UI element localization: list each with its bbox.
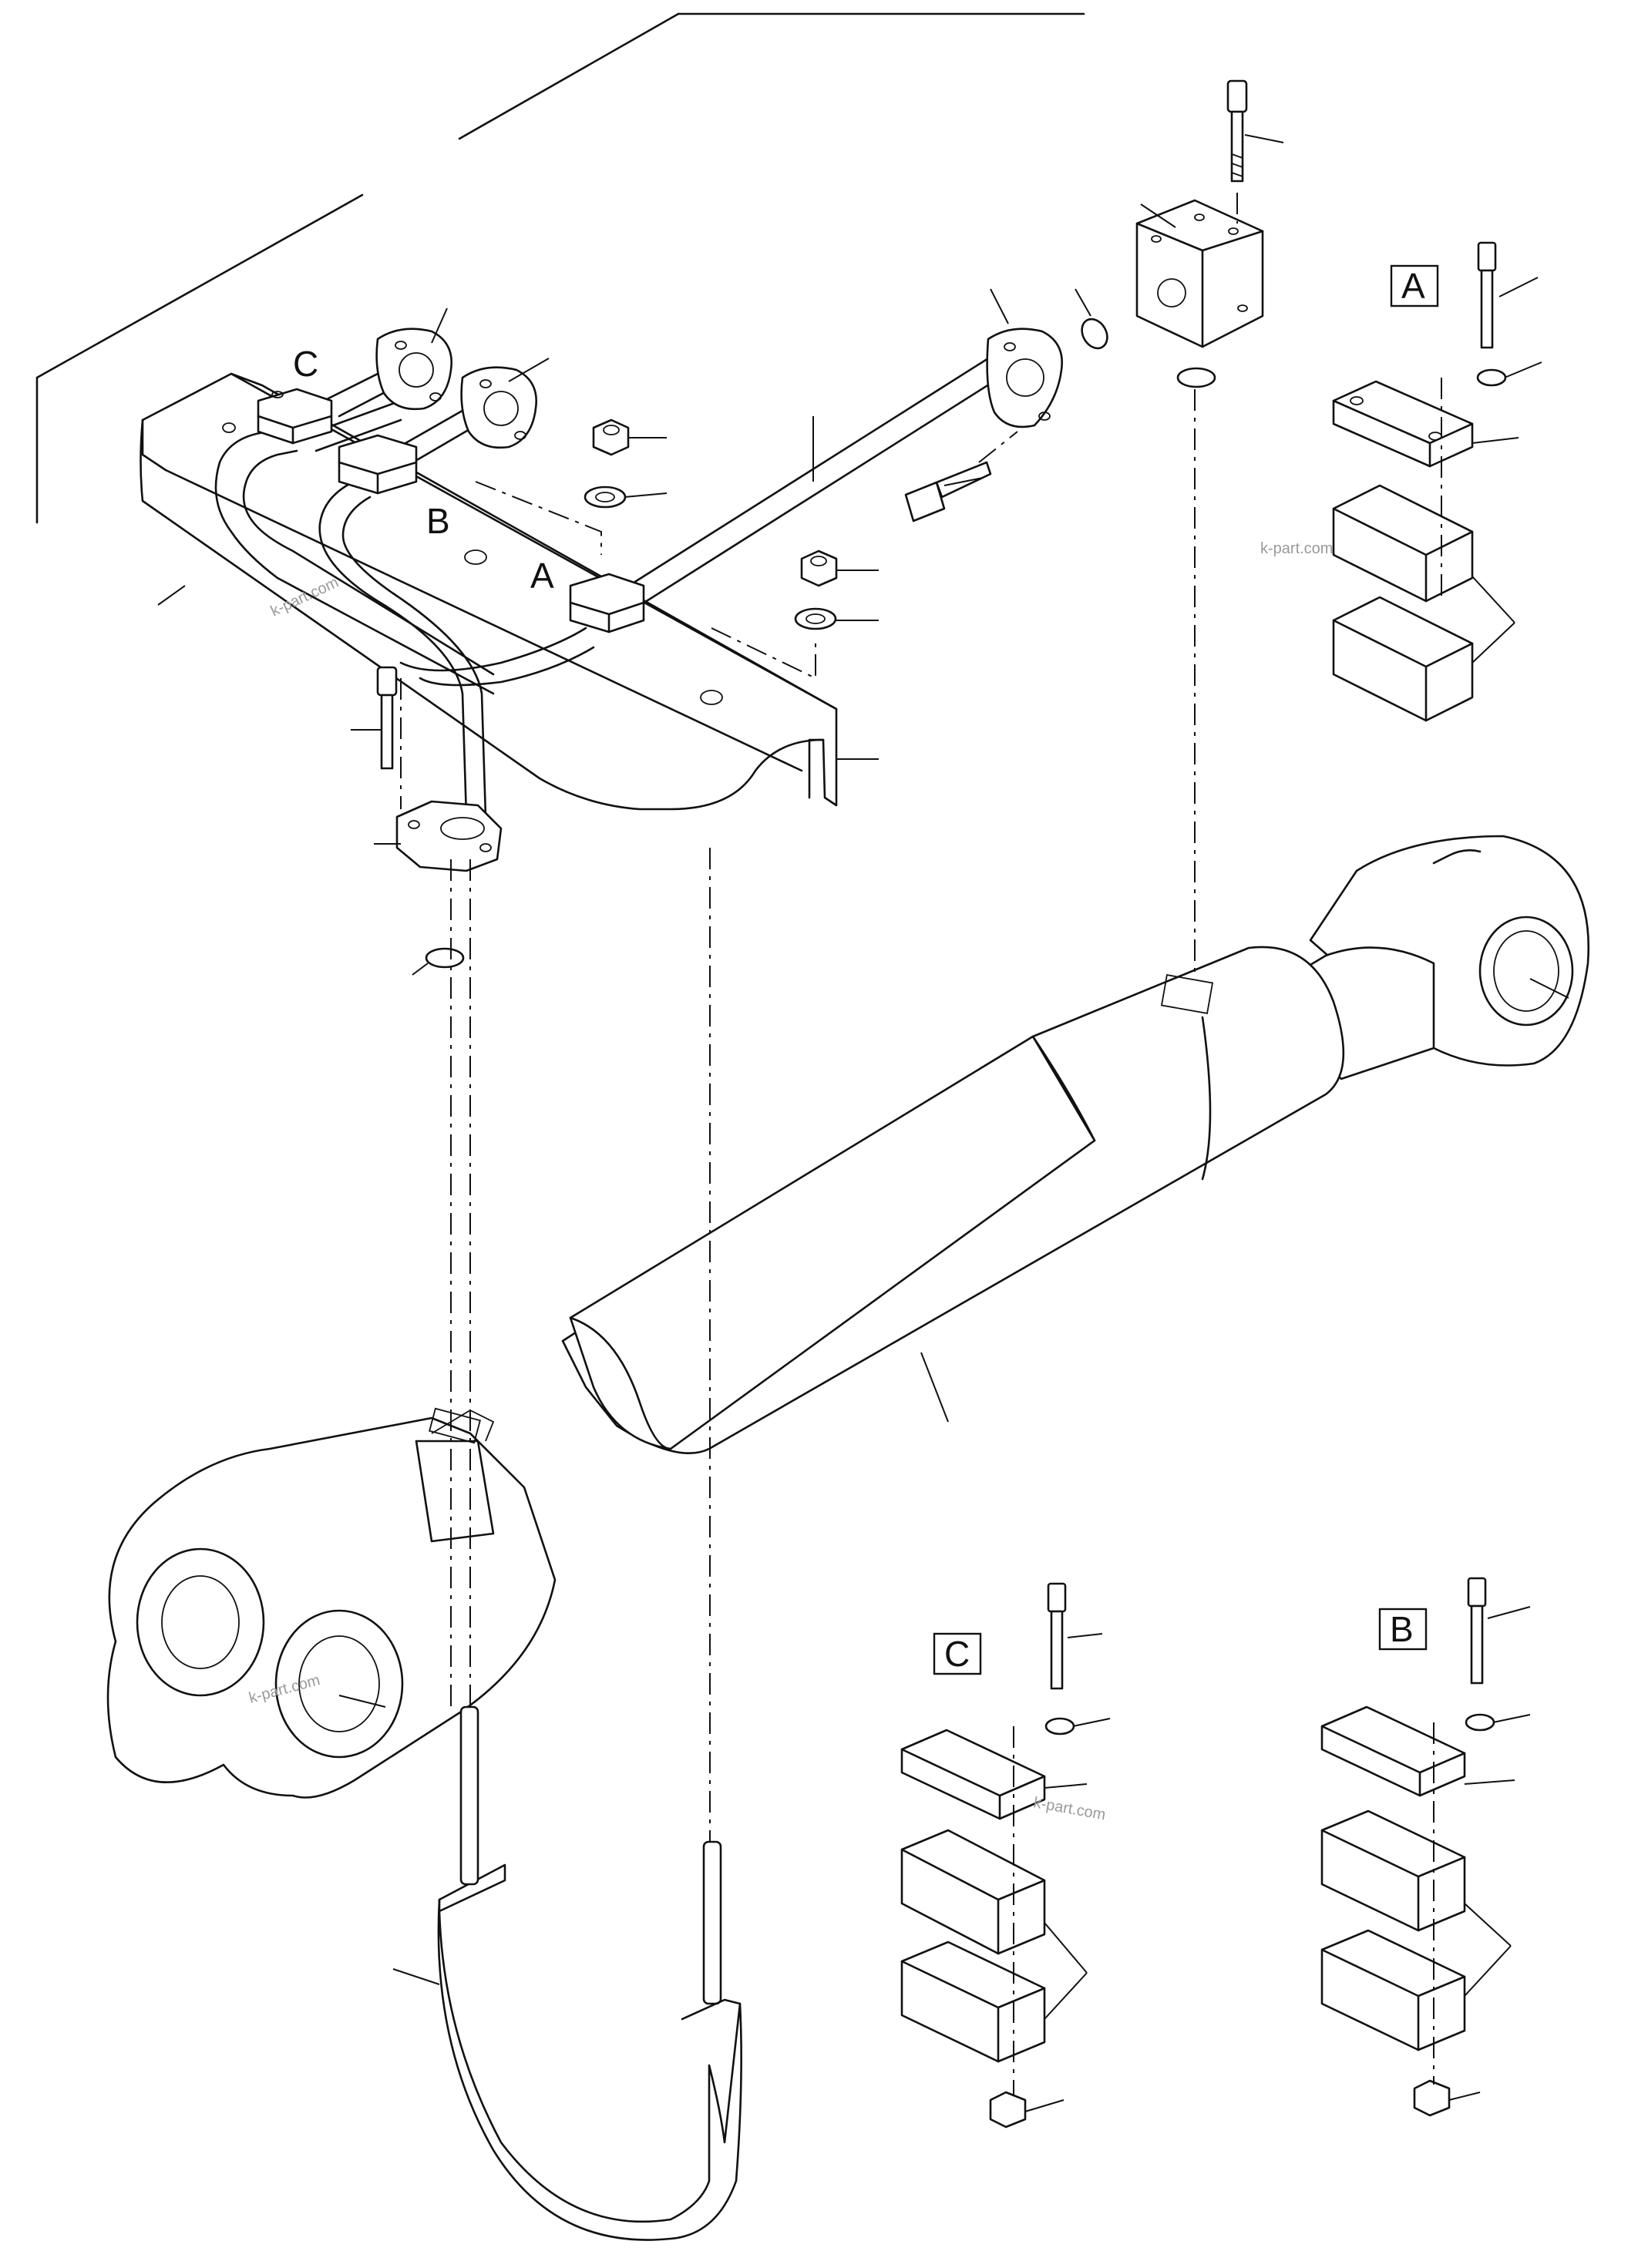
pipe-clamp-b [338,434,418,495]
washer-upper [584,486,627,509]
washer-middle [794,607,837,630]
o-ring-lower [425,947,465,969]
pipe-flange-lower [395,800,503,872]
watermark: k-part.com [1260,540,1333,557]
detail-label-a-main: A [530,556,554,596]
cap-screw-valve [1226,79,1248,183]
lock-nut-middle [800,549,838,587]
pipe-clamp-a [569,573,645,633]
u-bolt-strap [437,1705,742,2241]
valve-block [1135,199,1264,348]
o-ring-valve-bottom [1176,367,1216,388]
detail-a [1332,241,1507,722]
lock-nut-upper [592,418,630,456]
pipe-flange-valve-side [986,328,1063,428]
detail-label-b-main: B [426,501,450,541]
o-ring-valve-side [1081,318,1108,350]
cap-screw-lower [376,666,398,770]
detail-box-label-a: A [1401,266,1425,306]
detail-c [900,1582,1075,2129]
detail-box-label-c: C [944,1634,970,1674]
leader-lines [157,134,1569,2112]
pipe-clamp-c [257,388,333,445]
hydraulic-pipes [214,353,1007,818]
hydraulic-cylinder [106,835,1590,1799]
detail-box-label-b: B [1390,1609,1414,1649]
pipe-flange-upper-middle [460,366,537,449]
mounting-bracket [140,372,838,811]
pipe-flange-upper-left [375,328,452,411]
detail-label-c-main: C [293,344,318,384]
detail-b [1320,1577,1495,2117]
watermark: k-part.com [1032,1794,1107,1823]
assembly-lines [400,193,1238,1842]
cap-screw-angled [904,461,992,522]
boom-frame-outline [35,12,1085,524]
